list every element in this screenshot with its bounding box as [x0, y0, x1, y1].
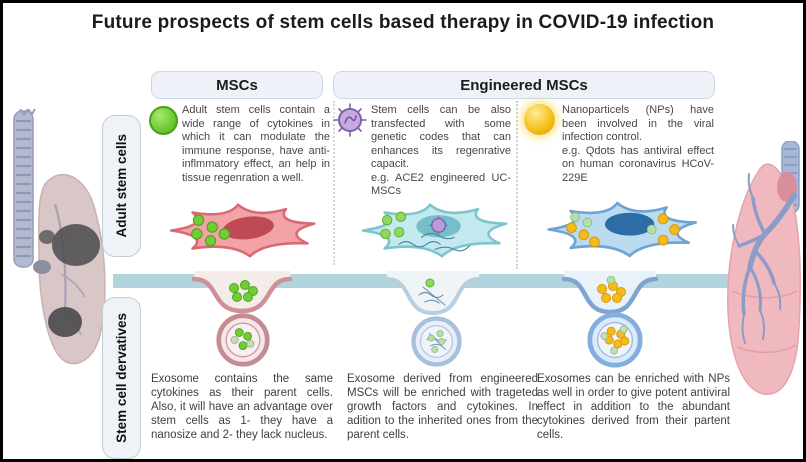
infected-lung-illustration [3, 109, 115, 371]
msc-description: Adult stem cells contain a wide range of… [182, 104, 330, 184]
header-mscs-label: MSCs [216, 76, 258, 94]
header-engineered-mscs: Engineered MSCs [333, 71, 715, 99]
exosome-description-engineered: Exosome derived from engineered MSCs wil… [347, 373, 538, 441]
nanoparticle-description: Nanoparticels (NPs) have been involved i… [562, 104, 714, 185]
healthy-lung-illustration [708, 141, 803, 413]
engineered-msc-description-example: e.g. ACE2 engineered UC-MSCs [371, 171, 511, 198]
column-divider-2 [516, 101, 518, 269]
np-msc-cell-illustration [531, 194, 716, 265]
nanoparticle-gold-icon [524, 104, 555, 135]
row-label-adult-stem-cells: Adult stem cells [102, 115, 141, 257]
exosome-illustration-msc [215, 312, 271, 368]
msc-cell-illustration [154, 196, 334, 265]
exosome-description-np: Exosomes can be enriched with NPs as wel… [537, 373, 730, 441]
nanoparticle-description-example: e.g. Qdots has antiviral effect on human… [562, 144, 714, 184]
exosome-budding-vesicle-np [560, 271, 660, 321]
column-divider-1 [333, 101, 335, 265]
nanoparticle-description-main: Nanoparticels (NPs) have been involved i… [562, 104, 714, 143]
engineered-msc-cell-illustration [346, 196, 526, 265]
exosome-illustration-np [586, 311, 644, 369]
cytokine-green-circle-icon [149, 106, 178, 135]
header-engineered-mscs-label: Engineered MSCs [460, 76, 588, 94]
exosome-description-msc: Exosome contains the same cytokines as t… [151, 373, 333, 441]
virus-vector-purple-icon [332, 102, 368, 138]
header-mscs: MSCs [151, 71, 323, 99]
exosome-budding-vesicle-msc [190, 271, 294, 321]
figure-title: Future prospects of stem cells based the… [91, 12, 715, 33]
row-label-stem-cell-derivatives-text: Stem cell dervatives [114, 313, 129, 443]
engineered-msc-description-main: Stem cells can be also transfected with … [371, 104, 511, 170]
exosome-illustration-engineered [410, 315, 463, 368]
engineered-msc-description: Stem cells can be also transfected with … [371, 104, 511, 199]
row-label-stem-cell-derivatives: Stem cell dervatives [102, 297, 141, 459]
exosome-budding-vesicle-engineered [383, 271, 483, 321]
row-label-adult-stem-cells-text: Adult stem cells [114, 134, 129, 238]
